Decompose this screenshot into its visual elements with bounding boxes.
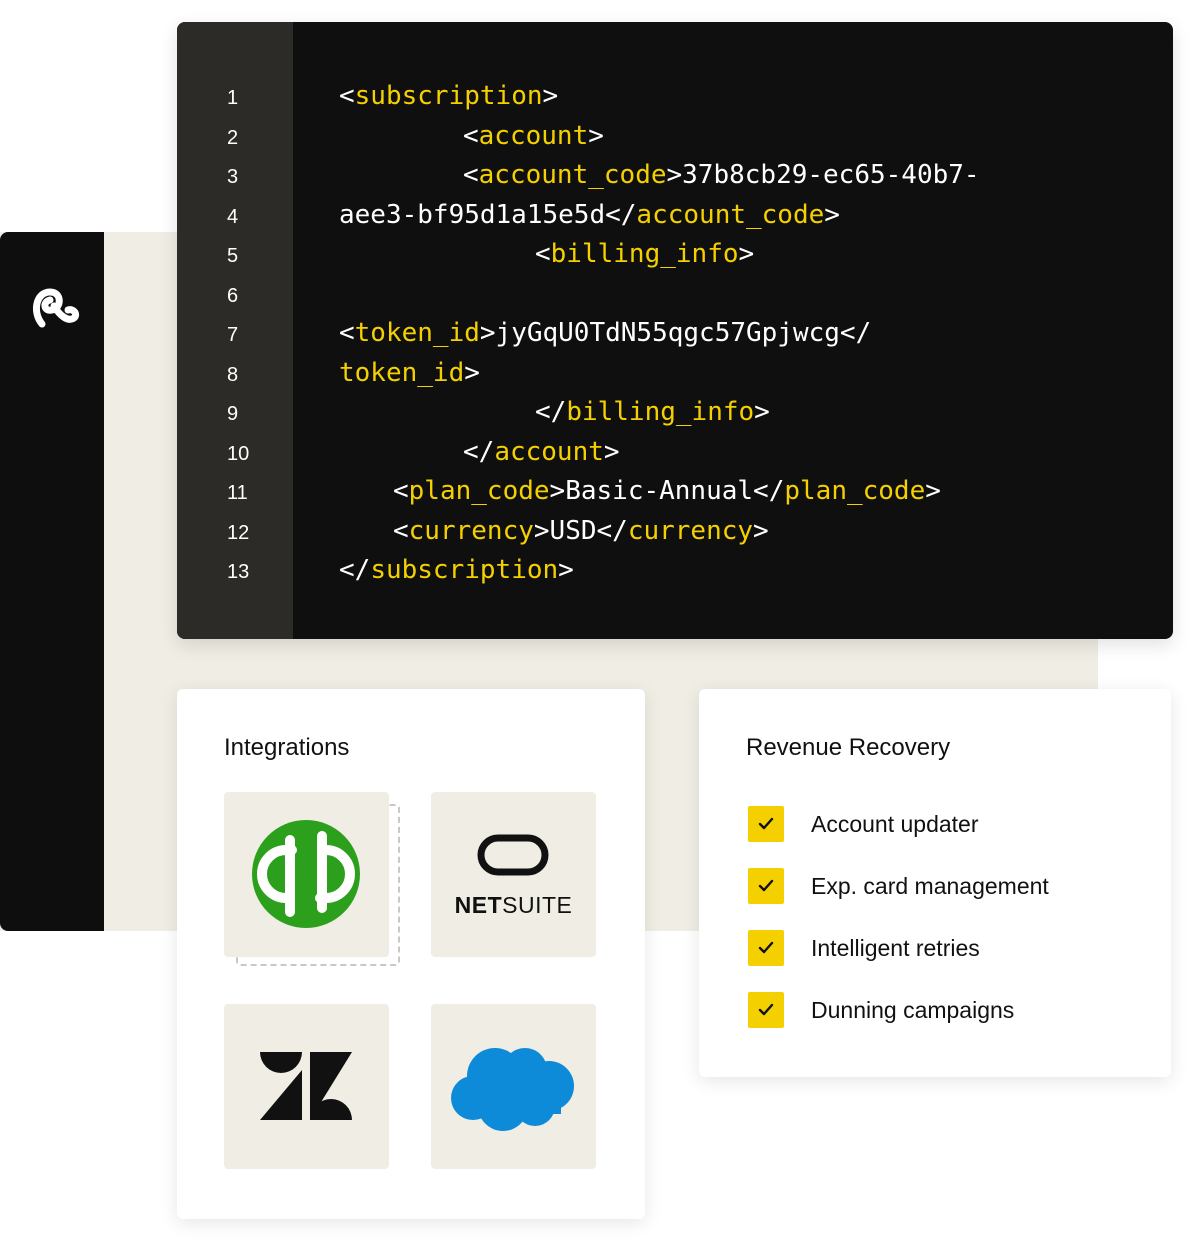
line-number: 4 — [227, 205, 239, 228]
line-number: 10 — [227, 442, 250, 465]
checkbox-checked[interactable] — [748, 868, 784, 904]
code-text: < — [393, 515, 409, 546]
code-line: <token_id>jyGqU0TdN55qgc57Gpjwcg</ — [339, 317, 871, 349]
code-tag-name: billing_info — [550, 239, 739, 269]
code-text: </ — [463, 436, 495, 467]
checklist-item-label: Dunning campaigns — [811, 997, 1015, 1023]
code-text: < — [535, 239, 551, 269]
code-line: </subscription> — [339, 554, 574, 586]
code-text: >37b8cb29-ec65-40b7- — [666, 160, 980, 190]
code-text: < — [339, 318, 355, 348]
checkmark-icon — [758, 941, 774, 954]
checkbox-checked[interactable] — [748, 992, 784, 1028]
integration-tile-salesforce[interactable] — [431, 1004, 596, 1169]
code-text: > — [824, 199, 840, 230]
code-line: <account> — [463, 120, 604, 152]
code-line: <currency>USD</currency> — [393, 515, 769, 547]
code-text: >jyGqU0TdN55qgc57Gpjwcg</ — [479, 318, 872, 348]
zendesk-logo-icon — [260, 1052, 352, 1120]
code-text: </ — [535, 397, 567, 427]
recurly-logo-icon — [32, 288, 80, 328]
line-number: 13 — [227, 561, 250, 583]
line-number: 5 — [227, 245, 239, 267]
code-text: > — [925, 476, 941, 506]
line-number: 1 — [227, 87, 239, 109]
line-number: 3 — [227, 166, 239, 188]
netsuite-wordmark: NETSUITE — [454, 892, 573, 918]
code-line: aee3-bf95d1a15e5d</account_code> — [339, 199, 840, 231]
code-tag-name: account — [494, 436, 604, 467]
code-tag-name: account — [478, 120, 589, 151]
revenue-recovery-title: Revenue Recovery — [746, 734, 951, 761]
code-line: <plan_code>Basic-Annual</plan_code> — [393, 475, 941, 507]
line-number: 9 — [227, 403, 239, 425]
line-number: 7 — [227, 324, 239, 346]
sidebar — [0, 232, 104, 931]
checklist-item-label: Account updater — [811, 811, 979, 837]
checklist-item: Dunning campaigns — [748, 992, 1148, 1032]
code-text: >USD</ — [533, 515, 628, 546]
code-text: </ — [339, 555, 371, 585]
checkmark-icon — [758, 817, 774, 830]
line-number: 8 — [227, 363, 239, 386]
code-tag-name: currency — [408, 515, 534, 546]
checklist-item: Exp. card management — [748, 868, 1148, 908]
code-tag-name: subscription — [370, 555, 559, 585]
code-tag-name: currency — [627, 515, 754, 546]
integrations-title: Integrations — [224, 734, 350, 761]
code-tag-name: subscription — [354, 81, 543, 111]
code-line: <billing_info> — [535, 238, 754, 270]
code-text: > — [464, 357, 480, 388]
code-text: > — [588, 120, 604, 151]
code-text: > — [542, 81, 559, 111]
line-number: 6 — [227, 284, 239, 307]
code-text: > — [603, 436, 620, 467]
code-tag-name: billing_info — [566, 397, 755, 427]
code-text: > — [753, 515, 769, 546]
line-number-gutter — [177, 22, 293, 639]
checklist-item-label: Intelligent retries — [811, 935, 980, 961]
code-line: </account> — [463, 436, 620, 468]
checklist-item: Intelligent retries — [748, 930, 1148, 970]
line-number: 2 — [227, 126, 239, 149]
code-text: >Basic-Annual</ — [549, 476, 785, 506]
code-line: <subscription> — [339, 80, 558, 112]
code-text: < — [463, 120, 479, 151]
integration-tile-netsuite[interactable]: NETSUITE — [431, 792, 596, 957]
code-text: aee3-bf95d1a15e5d</ — [339, 199, 637, 230]
code-tag-name: plan_code — [408, 476, 550, 506]
checkbox-checked[interactable] — [748, 930, 784, 966]
checkmark-icon — [758, 879, 774, 892]
code-tag-name: account_code — [636, 199, 825, 230]
line-number: 11 — [227, 482, 248, 504]
code-text: < — [393, 476, 409, 506]
line-number: 12 — [227, 521, 250, 544]
code-text: > — [738, 239, 755, 269]
code-tag-name: token_id — [339, 357, 465, 388]
checkbox-checked[interactable] — [748, 806, 784, 842]
checklist-item: Account updater — [748, 806, 1148, 846]
code-line: token_id> — [339, 357, 480, 389]
netsuite-logo-icon — [477, 834, 549, 876]
code-tag-name: account_code — [478, 160, 667, 190]
code-tag-name: plan_code — [784, 476, 926, 506]
code-text: < — [463, 160, 479, 190]
code-text: > — [558, 555, 574, 585]
code-text: > — [754, 397, 770, 427]
code-tag-name: token_id — [354, 318, 480, 348]
integration-tile-quickbooks[interactable] — [224, 792, 389, 957]
salesforce-cloud-icon — [451, 1048, 574, 1131]
quickbooks-logo-icon — [252, 820, 360, 928]
checkmark-icon — [758, 1003, 774, 1016]
code-line: <account_code>37b8cb29-ec65-40b7- — [463, 159, 980, 191]
code-line: </billing_info> — [535, 396, 770, 428]
integration-tile-zendesk[interactable] — [224, 1004, 389, 1169]
code-text: < — [339, 81, 355, 111]
checklist-item-label: Exp. card management — [811, 873, 1049, 899]
